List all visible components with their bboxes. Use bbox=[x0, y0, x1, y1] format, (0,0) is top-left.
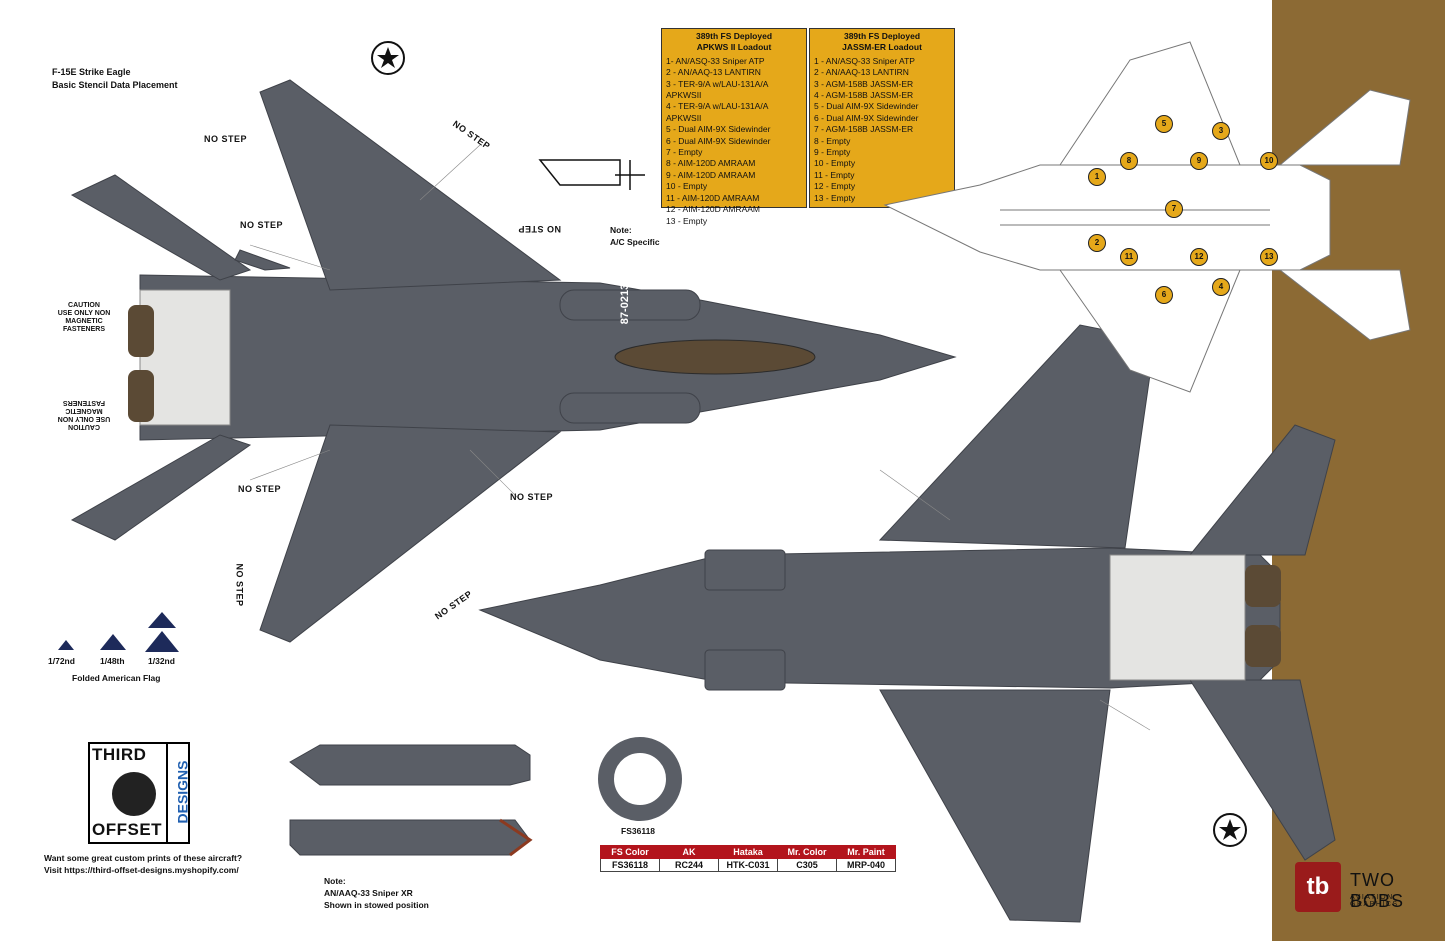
loadout-item: 10 - Empty bbox=[666, 181, 708, 192]
loadout-jassm: 389th FS Deployed JASSM-ER Loadout 1 - A… bbox=[809, 28, 955, 208]
station-marker: 5 bbox=[1155, 115, 1173, 133]
nozzle bbox=[1245, 625, 1281, 667]
sniper-note: Note: AN/AAQ-33 Sniper XR Shown in stowe… bbox=[324, 876, 429, 910]
caution-stencil: CAUTION USE ONLY NON MAGNETIC FASTENERS bbox=[57, 302, 111, 333]
sniper-window-trim bbox=[499, 818, 533, 857]
station-marker: 3 bbox=[1212, 122, 1230, 140]
loadout-item: 7 - AGM-158B JASSM-ER bbox=[814, 124, 914, 135]
station-marker: 2 bbox=[1088, 234, 1106, 252]
loadout-item: 6 - Dual AIM-9X Sidewinder bbox=[814, 112, 919, 123]
flag-icon bbox=[145, 631, 179, 652]
star-insignia-icon bbox=[1213, 813, 1247, 847]
loadout-item: 12 - Empty bbox=[814, 181, 856, 192]
two-bobs-name: TWO BOBS bbox=[1350, 870, 1405, 911]
flag-icon bbox=[148, 612, 176, 628]
flag-icon bbox=[58, 640, 74, 650]
station-marker: 12 bbox=[1190, 248, 1208, 266]
station-marker: 4 bbox=[1212, 278, 1230, 296]
loadout-apkws: 389th FS Deployed APKWS II Loadout 1- AN… bbox=[661, 28, 807, 226]
canopy bbox=[614, 339, 816, 375]
loadout-item: 10 - Empty bbox=[814, 158, 856, 169]
loadout-item: 1 - AN/ASQ-33 Sniper ATP bbox=[814, 55, 915, 66]
underside-line-drawing bbox=[883, 41, 1411, 393]
store-link[interactable]: Visit https://third-offset-designs.mysho… bbox=[44, 865, 239, 875]
top-view-aircraft bbox=[70, 79, 957, 643]
loadout-item: 5 - Dual AIM-9X Sidewinder bbox=[814, 101, 919, 112]
ac-specific-note: Note: A/C Specific bbox=[610, 225, 660, 247]
loadout-item: 2 - AN/AAQ-13 LANTIRN bbox=[666, 67, 761, 78]
star-insignia-icon bbox=[371, 41, 405, 75]
loadout-item: 13 - Empty bbox=[666, 215, 708, 226]
globe-icon bbox=[112, 772, 156, 816]
page-title: F-15E Strike Eagle Basic Stencil Data Pl… bbox=[52, 67, 178, 90]
leader-lines bbox=[249, 144, 1151, 731]
color-reference-table: FS Color AK Hataka Mr. Color Mr. Paint F… bbox=[600, 845, 896, 872]
loadout-item: 5 - Dual AIM-9X Sidewinder bbox=[666, 124, 771, 135]
loadout-item: 6 - Dual AIM-9X Sidewinder bbox=[666, 135, 771, 146]
station-marker: 10 bbox=[1260, 152, 1278, 170]
sniper-pod-diagram bbox=[289, 744, 531, 856]
loadout-item: 3 - AGM-158B JASSM-ER bbox=[814, 78, 914, 89]
stencil-outline bbox=[538, 159, 621, 186]
no-step-label: NO STEP bbox=[240, 220, 284, 230]
flag-icon bbox=[100, 634, 126, 650]
loadout-item: 11 - Empty bbox=[814, 169, 855, 180]
engine-bay bbox=[139, 289, 231, 426]
loadout-item: 4 - AGM-158B JASSM-ER bbox=[814, 90, 914, 101]
loadout-item: 8 - AIM-120D AMRAAM bbox=[666, 158, 756, 169]
station-marker: 1 bbox=[1088, 168, 1106, 186]
no-step-label: NO STEP bbox=[518, 224, 562, 234]
loadout-item: 2 - AN/AAQ-13 LANTIRN bbox=[814, 67, 909, 78]
station-marker: 6 bbox=[1155, 286, 1173, 304]
folded-flag-label: Folded American Flag bbox=[72, 673, 161, 683]
flag-scale-label: 1/72nd bbox=[48, 656, 75, 666]
station-marker: 13 bbox=[1260, 248, 1278, 266]
paint-swatch-ring bbox=[598, 737, 682, 821]
loadout-item: 1- AN/ASQ-33 Sniper ATP bbox=[666, 55, 765, 66]
loadout-item: 4 - TER-9/A w/LAU-131A/A APKWSII bbox=[666, 101, 768, 123]
nozzle bbox=[128, 305, 154, 357]
caution-stencil: CAUTION USE ONLY NON MAGNETIC FASTENERS bbox=[57, 399, 111, 430]
no-step-label: NO STEP bbox=[510, 492, 554, 502]
no-step-label: NO STEP bbox=[238, 484, 282, 494]
loadout-item: 7 - Empty bbox=[666, 147, 703, 158]
promo-text: Want some great custom prints of these a… bbox=[44, 853, 243, 875]
two-bobs-logo-mark: tb bbox=[1295, 862, 1341, 912]
flag-scale-label: 1/32nd bbox=[148, 656, 175, 666]
station-marker: 11 bbox=[1120, 248, 1138, 266]
loadout-item: 9 - AIM-120D AMRAAM bbox=[666, 169, 756, 180]
loadout-item: 12 - AIM-120D AMRAAM bbox=[666, 204, 761, 215]
engine-bay bbox=[1109, 554, 1246, 681]
loadout-item: 11 - AIM-120D AMRAAM bbox=[666, 192, 760, 203]
flag-scale-label: 1/48th bbox=[100, 656, 125, 666]
loadout-item: 9 - Empty bbox=[814, 147, 851, 158]
nozzle bbox=[128, 370, 154, 422]
tail-code: 87-0213 bbox=[619, 283, 632, 325]
third-offset-logo: THIRD OFFSET DESIGNS bbox=[88, 742, 191, 844]
station-marker: 7 bbox=[1165, 200, 1183, 218]
paint-swatch-label: FS36118 bbox=[621, 826, 656, 836]
station-marker: 9 bbox=[1190, 152, 1208, 170]
loadout-item: 13 - Empty bbox=[814, 192, 856, 203]
table-header-row: FS Color AK Hataka Mr. Color Mr. Paint bbox=[600, 845, 896, 859]
bottom-view-aircraft bbox=[478, 324, 1336, 923]
station-marker: 8 bbox=[1120, 152, 1138, 170]
no-step-label: NO STEP bbox=[234, 563, 245, 607]
loadout-item: 3 - TER-9/A w/LAU-131A/A APKWSII bbox=[666, 78, 768, 101]
no-step-label: NO STEP bbox=[204, 134, 248, 144]
nozzle bbox=[1245, 565, 1281, 607]
loadout-item: 8 - Empty bbox=[814, 135, 851, 146]
table-row: FS36118 RC244 HTK-C031 C305 MRP-040 bbox=[600, 858, 896, 872]
two-bobs-subtitle: AVIATION GRAPHICS bbox=[1350, 894, 1399, 908]
